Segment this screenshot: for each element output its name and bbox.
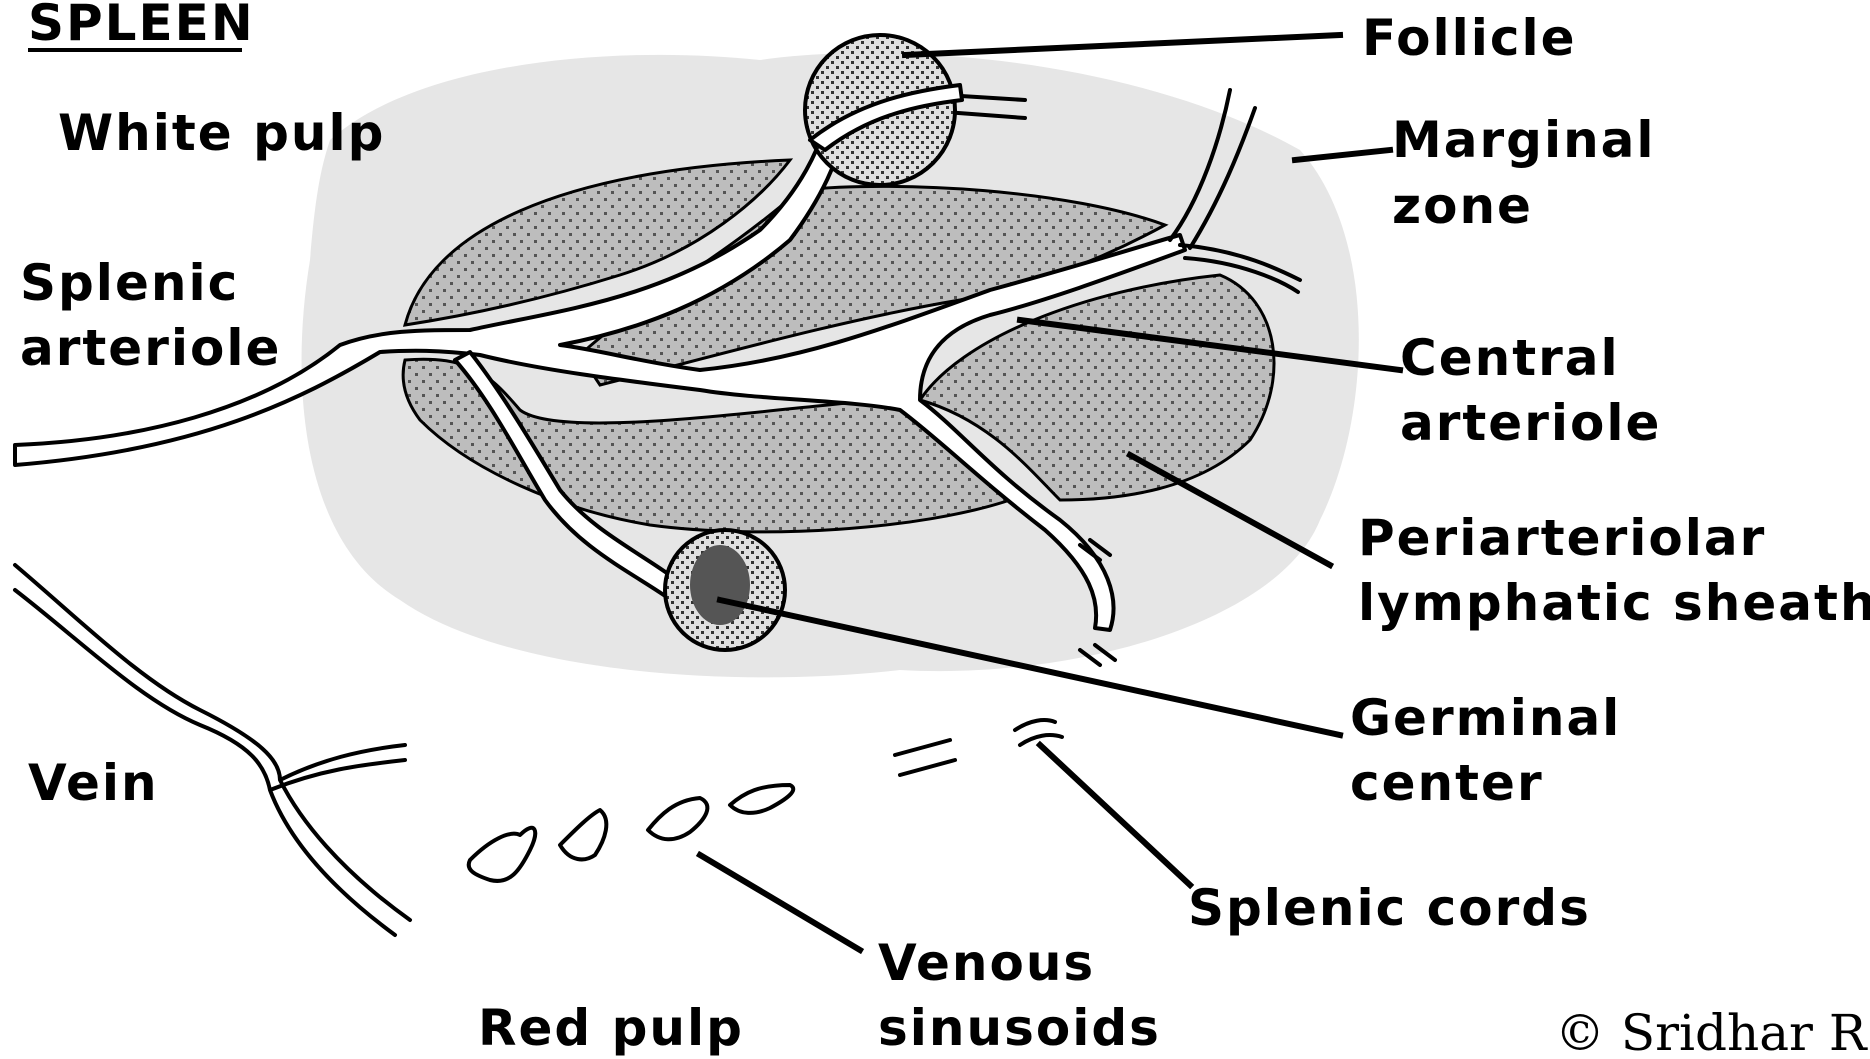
leader-follicle bbox=[905, 35, 1340, 55]
vein-vessel bbox=[15, 565, 410, 935]
label-splenic-arteriole-line2: arteriole bbox=[20, 319, 281, 377]
label-red-pulp: Red pulp bbox=[478, 999, 744, 1057]
leader-marginal-zone bbox=[1295, 150, 1390, 160]
leader-venous-sinusoids bbox=[700, 855, 860, 950]
sinusoid-1 bbox=[469, 828, 536, 881]
splenic-cord-marks bbox=[895, 720, 1062, 775]
label-pals-line1: Periarteriolar bbox=[1358, 509, 1766, 567]
sinusoid-4 bbox=[730, 785, 793, 813]
label-central-arteriole-line2: arteriole bbox=[1400, 394, 1661, 452]
label-germinal-center-line2: center bbox=[1350, 754, 1544, 812]
label-germinal-center-line1: Germinal bbox=[1350, 689, 1621, 747]
leader-splenic-cords bbox=[1040, 745, 1190, 885]
label-venous-sinusoids-line2: sinusoids bbox=[878, 999, 1161, 1057]
label-pals-line2: lymphatic sheath bbox=[1358, 574, 1870, 632]
label-splenic-cords: Splenic cords bbox=[1188, 879, 1591, 937]
label-marginal-zone-line2: zone bbox=[1392, 177, 1533, 235]
credit-text: © Sridhar Rao bbox=[1555, 1004, 1870, 1059]
label-venous-sinusoids-line1: Venous bbox=[878, 934, 1095, 992]
label-follicle: Follicle bbox=[1362, 9, 1577, 67]
diagram-title: SPLEEN bbox=[28, 0, 255, 52]
label-white-pulp: White pulp bbox=[58, 104, 385, 162]
germinal-center bbox=[690, 545, 750, 625]
sinusoid-3 bbox=[648, 798, 707, 839]
label-splenic-arteriole-line1: Splenic bbox=[20, 254, 239, 312]
label-marginal-zone-line1: Marginal bbox=[1392, 111, 1656, 169]
label-vein: Vein bbox=[28, 754, 159, 812]
sinusoid-2 bbox=[560, 810, 606, 859]
label-central-arteriole-line1: Central bbox=[1400, 329, 1620, 387]
